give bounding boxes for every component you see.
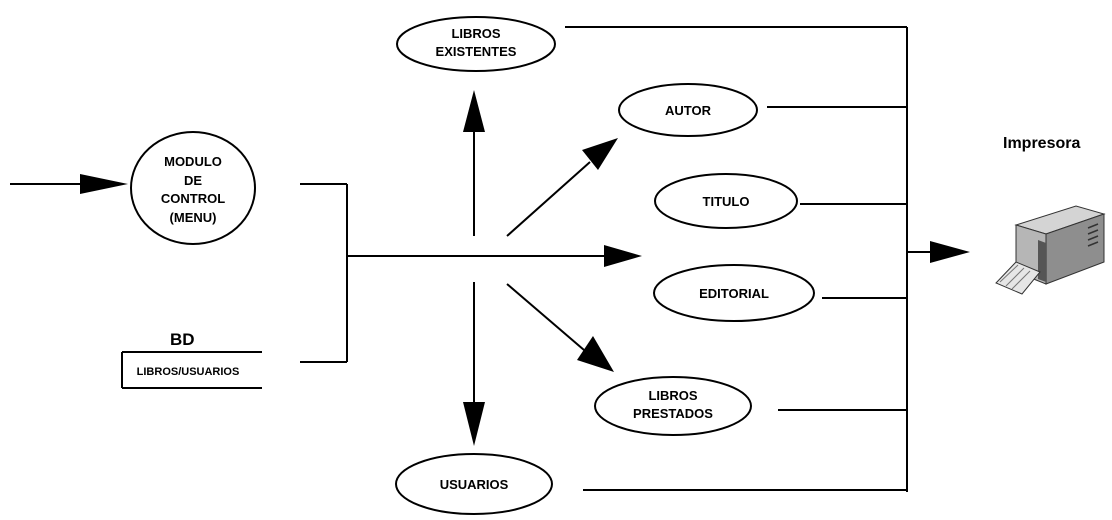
node-modulo-control: MODULO DE CONTROL (MENU) xyxy=(130,131,256,245)
autor-label: AUTOR xyxy=(665,103,712,118)
editorial-label: EDITORIAL xyxy=(699,286,769,301)
database-label: BD xyxy=(170,330,195,349)
arrow-diagonal-libros-prestados xyxy=(506,283,614,372)
modulo-control-line-3: CONTROL xyxy=(161,191,225,206)
node-editorial: EDITORIAL xyxy=(653,264,815,322)
arrow-diagonal-autor xyxy=(506,138,618,237)
arrow-up-libros-existentes xyxy=(463,90,485,236)
usuarios-label: USUARIOS xyxy=(440,477,509,492)
left-join-bracket xyxy=(300,183,348,363)
node-usuarios: USUARIOS xyxy=(395,453,553,515)
libros-existentes-line-2: EXISTENTES xyxy=(436,44,517,59)
input-arrow xyxy=(10,174,128,194)
libros-prestados-line-2: PRESTADOS xyxy=(633,406,713,421)
database-bd: BD LIBROS/USUARIOS xyxy=(121,330,262,389)
modulo-control-line-4: (MENU) xyxy=(170,210,217,225)
node-titulo: TITULO xyxy=(654,173,798,229)
arrow-down-usuarios xyxy=(463,282,485,446)
libros-existentes-line-1: LIBROS xyxy=(451,26,500,41)
database-name: LIBROS/USUARIOS xyxy=(137,366,240,378)
printer-icon xyxy=(995,205,1106,295)
modulo-control-line-1: MODULO xyxy=(164,154,222,169)
titulo-label: TITULO xyxy=(703,194,750,209)
output-connectors xyxy=(565,26,907,491)
modulo-control-line-2: DE xyxy=(184,173,202,188)
node-libros-existentes: LIBROS EXISTENTES xyxy=(396,16,556,72)
libros-prestados-line-1: LIBROS xyxy=(648,388,697,403)
node-autor: AUTOR xyxy=(618,83,758,137)
center-horizontal-arrow xyxy=(347,245,642,267)
arrow-to-printer xyxy=(907,241,970,263)
node-libros-prestados: LIBROS PRESTADOS xyxy=(594,376,752,436)
printer-label: Impresora xyxy=(1003,135,1080,152)
